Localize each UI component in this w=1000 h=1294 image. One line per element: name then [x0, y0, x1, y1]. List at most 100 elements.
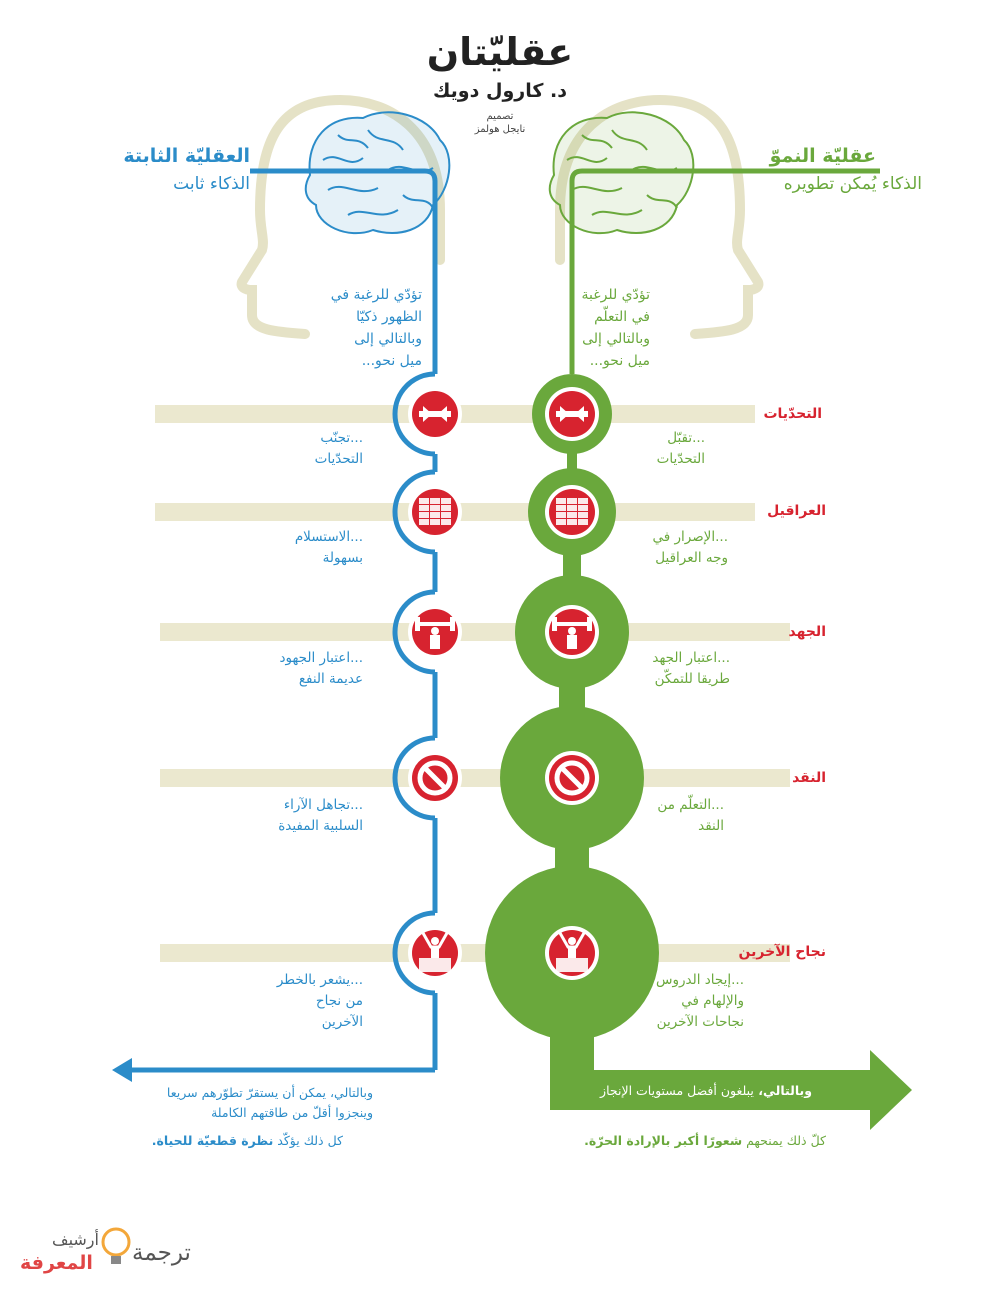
- brain-fold: [402, 194, 434, 209]
- brain-fold: [591, 209, 643, 216]
- brick: [578, 505, 588, 511]
- fixed-mindset-subheading: الذكاء ثابت: [173, 174, 250, 194]
- fixed-track-loop: [392, 910, 436, 996]
- fixed-response-others-success: ...يشعر بالخطر من نجاح الآخرين: [276, 972, 363, 1030]
- category-bar-4: [160, 769, 790, 787]
- lifter-body: [567, 635, 577, 649]
- fixed-track-top: [250, 168, 438, 374]
- logo-translation: ترجمة: [132, 1240, 191, 1266]
- growth-response-criticism: ...التعلّم من النقد: [657, 797, 724, 834]
- brick: [578, 512, 588, 518]
- growth-result: وبالتالي، يبلغون أفضل مستويات الإنجاز: [600, 1083, 812, 1098]
- growth-track-segment: [559, 687, 585, 708]
- brick: [419, 512, 429, 518]
- brain-fold: [571, 185, 623, 193]
- brain-fold: [367, 129, 404, 151]
- growth-response-challenges: ...تقبّل التحدّيات: [656, 430, 705, 467]
- brain-fold: [566, 156, 608, 163]
- brain-fold: [347, 209, 399, 216]
- brain-fold: [327, 185, 379, 193]
- category-bar-3: [160, 623, 790, 641]
- growth-track-segment: [563, 554, 581, 577]
- no-entry-slash: [423, 766, 447, 790]
- brick: [567, 505, 577, 511]
- fixed-response-criticism: ...تجاهل الآراء السلبية المفيدة: [278, 797, 363, 834]
- weight-right: [587, 617, 592, 631]
- winner-head: [431, 937, 439, 945]
- brick: [430, 505, 440, 511]
- growth-worldview: كلّ ذلك يمنحهم شعورًا أكبر بالإرادة الحر…: [584, 1133, 826, 1148]
- growth-mindset-heading: عقليّة النموّ: [769, 145, 876, 167]
- growth-winner-icon: [545, 926, 599, 980]
- weight-left: [552, 617, 557, 631]
- fixed-brick-wall-icon: [408, 485, 462, 539]
- brain-fold: [611, 129, 648, 151]
- growth-brick-wall-icon: [545, 485, 599, 539]
- growth-lead-text: تؤدّي للرغبة في التعلّم وبالتالي إلى ميل…: [581, 287, 650, 369]
- page-title: عقليّتان: [426, 30, 574, 74]
- fixed-track-loop: [392, 371, 436, 457]
- fixed-response-obstacles: ...الاستسلام بسهولة: [294, 529, 363, 566]
- author: د. كارول دويك: [432, 80, 567, 102]
- brick: [441, 498, 451, 504]
- fixed-no-entry-icon: [408, 751, 462, 805]
- fixed-response-effort: ...اعتبار الجهود عديمة النفع: [279, 650, 363, 687]
- growth-arrow-icon: [550, 1030, 912, 1130]
- fixed-winner-icon: [408, 926, 462, 980]
- barbell: [415, 622, 455, 626]
- brick: [441, 519, 451, 525]
- winner-body: [568, 946, 576, 958]
- brain-fold: [337, 134, 369, 149]
- category-challenges: التحدّيات: [763, 406, 822, 422]
- bulb-ring: [101, 1227, 131, 1257]
- arrow-shaft: [556, 411, 588, 417]
- winner-podium: [556, 958, 588, 972]
- brick: [419, 519, 429, 525]
- winner-head: [568, 937, 576, 945]
- weight-left: [415, 617, 420, 631]
- fixed-weightlifter-icon: [408, 605, 462, 659]
- growth-response-others-success: ...إيجاد الدروس والإلهام في نجاحات الآخر…: [656, 972, 744, 1030]
- fixed-mindset-heading: العقليّة الثابتة: [123, 145, 250, 167]
- fixed-lead-text: تؤدّي للرغبة في الظهور ذكيّا وبالتالي إل…: [330, 287, 422, 369]
- lifter-head: [568, 627, 576, 635]
- brick: [430, 512, 440, 518]
- brick: [419, 498, 429, 504]
- brick: [430, 498, 440, 504]
- brick: [578, 498, 588, 504]
- fixed-track-loop: [392, 735, 436, 821]
- weight-right: [450, 617, 455, 631]
- winner-body: [431, 946, 439, 958]
- category-bar-5: [160, 944, 790, 962]
- brick: [567, 519, 577, 525]
- fixed-arrowhead-icon: [112, 1058, 132, 1082]
- logo-archive: أرشيف: [52, 1230, 99, 1249]
- bulb-base: [111, 1256, 121, 1264]
- fixed-arrows-pushing-icon: [408, 387, 462, 441]
- brain-fold: [322, 156, 364, 163]
- no-entry-slash: [560, 766, 584, 790]
- growth-track-top: [569, 168, 880, 374]
- brick: [567, 512, 577, 518]
- category-effort: الجهد: [788, 624, 826, 640]
- fixed-result: وبالتالي، يمكن أن يستقرّ تطوّرهم سريعا و…: [166, 1085, 373, 1120]
- growth-track-segment: [555, 848, 589, 868]
- brick: [419, 505, 429, 511]
- arrow-shaft: [419, 411, 451, 417]
- arrow-head-left: [560, 406, 569, 422]
- growth-arrows-pushing-icon: [545, 387, 599, 441]
- arrow-head-right: [575, 406, 584, 422]
- no-entry-ring: [417, 760, 453, 796]
- brick: [556, 505, 566, 511]
- no-entry-ring: [554, 760, 590, 796]
- arrow-head-right: [438, 406, 447, 422]
- lifter-head: [431, 627, 439, 635]
- fixed-response-challenges: ...تجنّب التحدّيات: [314, 430, 363, 467]
- fixed-worldview: كل ذلك يؤكّد نظرة قطعيّة للحياة.: [151, 1133, 343, 1148]
- growth-response-effort: ...اعتبار الجهد طريقا للتمكّن: [652, 650, 730, 687]
- brain-fold: [581, 134, 613, 149]
- fixed-track-loop: [392, 469, 436, 555]
- brick: [556, 519, 566, 525]
